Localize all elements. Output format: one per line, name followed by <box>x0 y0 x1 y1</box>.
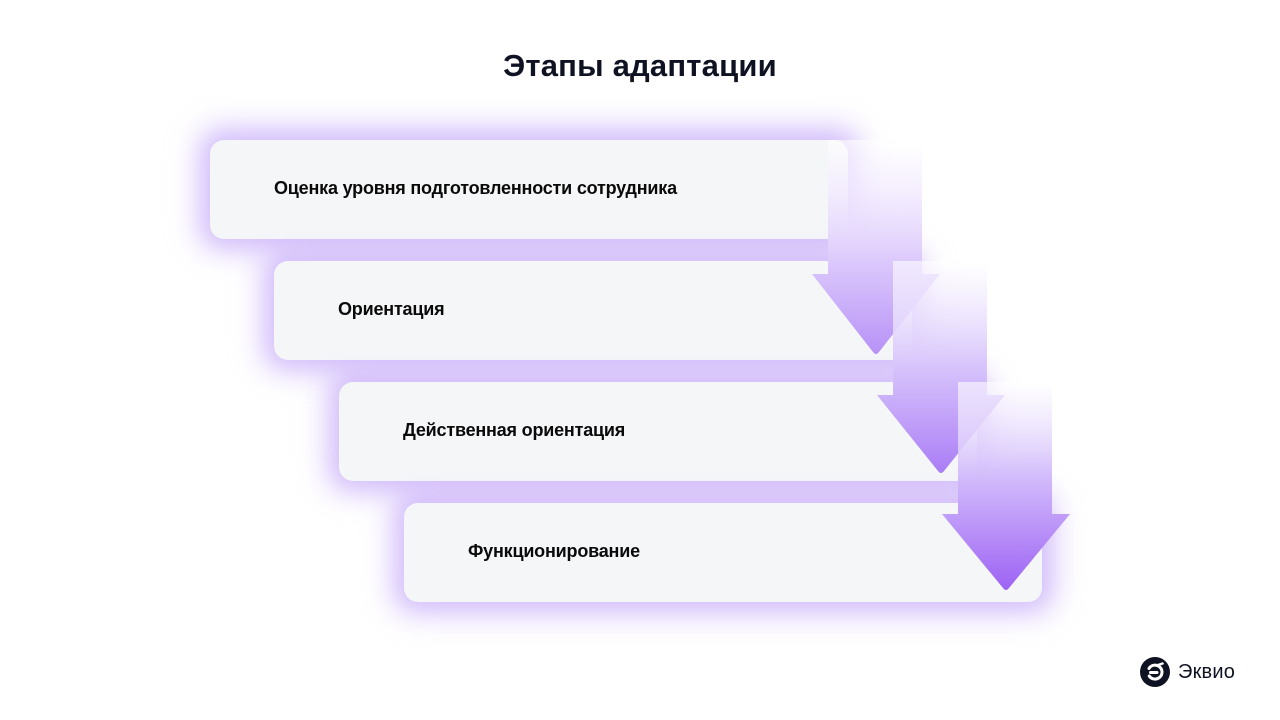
step-card-3: Действенная ориентация <box>339 382 977 481</box>
step-label: Оценка уровня подготовленности сотрудник… <box>274 178 677 198</box>
brand-logo: Эквио <box>1140 657 1235 687</box>
step-card-1: Оценка уровня подготовленности сотрудник… <box>210 140 848 239</box>
step-label: Ориентация <box>338 299 445 319</box>
arrow-down-icon <box>942 382 1070 590</box>
page-title: Этапы адаптации <box>503 48 777 83</box>
step-label: Действенная ориентация <box>403 420 626 440</box>
ekvio-logo-icon <box>1140 657 1170 687</box>
step-label: Функционирование <box>468 541 640 561</box>
step-card-4: Функционирование <box>404 503 1042 602</box>
step-card-2: Ориентация <box>274 261 912 360</box>
brand-name: Эквио <box>1178 660 1236 683</box>
